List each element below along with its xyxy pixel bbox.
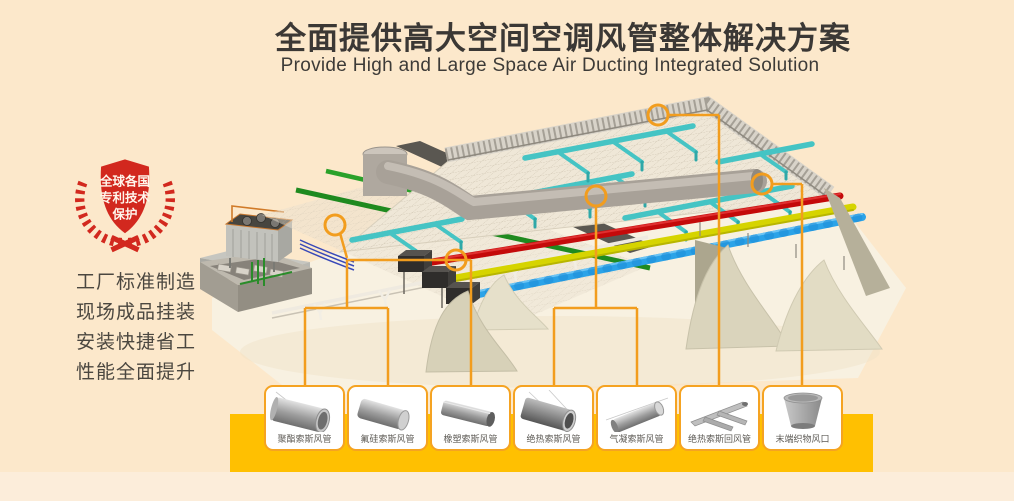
page-title: 全面提供高大空间空调风管整体解决方案 [275, 21, 851, 56]
product-card: 末端织物风口 [762, 385, 843, 451]
product-label: 绝热索斯回风管 [687, 434, 751, 444]
product-image-flat-duct [435, 390, 506, 432]
feature-item: 现场成品挂装 [76, 302, 197, 323]
product-image-fabric-outlet [767, 390, 838, 432]
product-label: 聚酯索斯风管 [277, 434, 332, 444]
ahu-unit [200, 205, 355, 312]
product-image-insulated-duct [518, 390, 589, 432]
badge-line-1: 全球各国 [99, 173, 150, 188]
patent-badge: 全球各国 专利技术 保护 [75, 159, 175, 253]
roof-ridge [444, 96, 835, 200]
product-image-aerogel-duct [601, 390, 672, 432]
product-card: 绝热索斯风管 [513, 385, 594, 451]
product-card: 聚酯索斯风管 [264, 385, 345, 451]
product-image-closed-duct [352, 390, 423, 432]
shield-icon [100, 159, 150, 234]
product-image-return-branch-duct [684, 390, 755, 432]
product-image-round-duct [269, 390, 340, 432]
product-card: 氟硅索斯风管 [347, 385, 428, 451]
product-card: 气凝索斯风管 [596, 385, 677, 451]
product-label: 橡塑索斯风管 [443, 434, 498, 444]
feature-item: 安装快捷省工 [76, 332, 197, 353]
badge-line-3: 保护 [112, 207, 138, 222]
product-card: 橡塑索斯风管 [430, 385, 511, 451]
laurel-wreath-icon [75, 177, 175, 253]
product-card: 绝热索斯回风管 [679, 385, 760, 451]
product-label: 末端织物风口 [775, 434, 830, 444]
product-label: 绝热索斯风管 [526, 434, 581, 444]
feature-item: 工厂标准制造 [76, 272, 197, 293]
feature-list: 工厂标准制造 现场成品挂装 安装快捷省工 性能全面提升 [76, 268, 246, 388]
product-label: 气凝索斯风管 [609, 434, 664, 444]
bottom-strip [0, 472, 1014, 501]
feature-item: 性能全面提升 [76, 362, 197, 383]
product-label: 氟硅索斯风管 [360, 434, 415, 444]
badge-line-2: 专利技术 [100, 190, 150, 205]
page-subtitle: Provide High and Large Space Air Ducting… [280, 55, 820, 76]
